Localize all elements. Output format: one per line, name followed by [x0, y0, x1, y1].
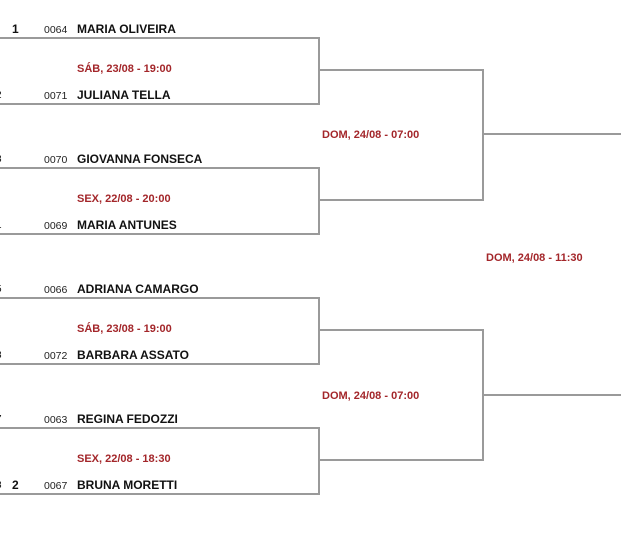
bracket-line [0, 37, 319, 39]
bracket-line [318, 167, 320, 235]
player-seed-cut: 3 [0, 349, 2, 363]
player-seed-cut: 5 [0, 283, 2, 297]
player-name[interactable]: GIOVANNA FONSECA [77, 152, 203, 166]
player-code: 0070 [44, 154, 68, 166]
player-code: 0067 [44, 480, 68, 492]
player-seed: 2 [12, 478, 19, 492]
bracket-line [482, 133, 621, 135]
match-time: SÁB, 23/08 - 19:00 [77, 63, 172, 75]
player-seed-cut: 7 [0, 413, 2, 427]
bracket-line [0, 427, 319, 429]
bracket-line [318, 297, 320, 365]
player-code: 0066 [44, 284, 68, 296]
bracket-line [0, 233, 319, 235]
player-name[interactable]: MARIA ANTUNES [77, 218, 177, 232]
player-name[interactable]: JULIANA TELLA [77, 88, 171, 102]
bracket-line [0, 493, 319, 495]
player-seed-cut: 3 [0, 153, 2, 167]
match-time: SEX, 22/08 - 18:30 [77, 453, 171, 465]
match-time: DOM, 24/08 - 07:00 [322, 390, 420, 402]
match-time: DOM, 24/08 - 07:00 [322, 129, 420, 141]
player-code: 0063 [44, 414, 68, 426]
bracket-line [318, 37, 320, 105]
match-time: SEX, 22/08 - 20:00 [77, 193, 171, 205]
player-name[interactable]: ADRIANA CAMARGO [77, 282, 199, 296]
match-time: SÁB, 23/08 - 19:00 [77, 323, 172, 335]
player-name[interactable]: REGINA FEDOZZI [77, 412, 178, 426]
bracket-line [318, 199, 484, 201]
player-seed-cut: 1 [0, 219, 2, 233]
bracket-line [0, 103, 319, 105]
bracket-line [482, 69, 484, 201]
player-seed-cut: 2 [0, 89, 2, 103]
player-code: 0071 [44, 90, 68, 102]
player-name[interactable]: BRUNA MORETTI [77, 478, 178, 492]
bracket-line [318, 329, 484, 331]
bracket-line [318, 427, 320, 495]
player-code: 0072 [44, 350, 68, 362]
player-name[interactable]: MARIA OLIVEIRA [77, 22, 176, 36]
bracket-line [0, 167, 319, 169]
bracket-line [0, 363, 319, 365]
player-seed-cut: 3 [0, 479, 2, 493]
player-name[interactable]: BARBARA ASSATO [77, 348, 190, 362]
player-code: 0069 [44, 220, 68, 232]
bracket-line [318, 459, 484, 461]
bracket-line [0, 297, 319, 299]
final-match-time: DOM, 24/08 - 11:30 [486, 252, 583, 264]
bracket-line [482, 394, 621, 396]
bracket-line [318, 69, 484, 71]
player-code: 0064 [44, 24, 68, 36]
player-seed: 1 [12, 22, 19, 36]
